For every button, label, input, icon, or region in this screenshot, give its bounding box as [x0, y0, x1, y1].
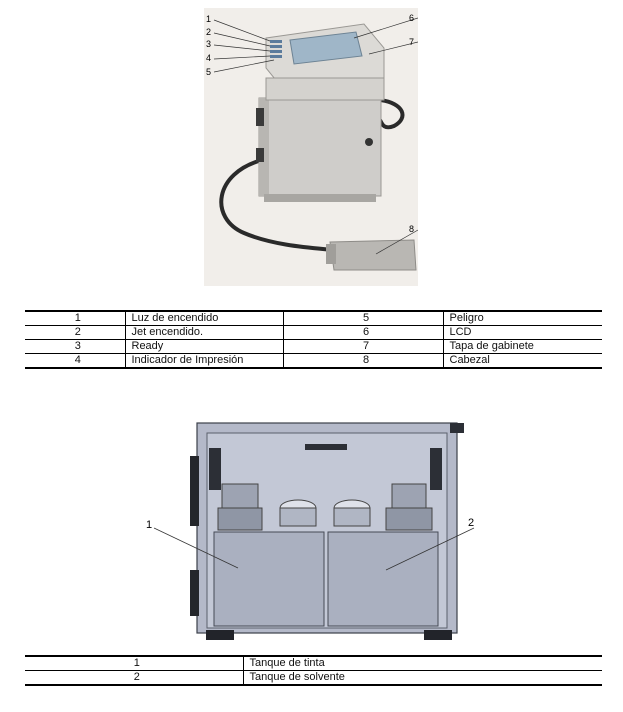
side-hose: [378, 98, 405, 130]
part-label: Cabezal: [442, 353, 602, 369]
part-number: 1: [25, 310, 125, 326]
jet-light: [270, 45, 282, 48]
cabinet-lock: [365, 138, 373, 146]
callout-7: 7: [409, 37, 414, 47]
handle-lower-left: [256, 148, 264, 162]
part-number: 6: [282, 325, 443, 340]
power-light: [270, 40, 282, 43]
part-label: Jet encendido.: [124, 325, 283, 340]
print-head-collar: [326, 244, 336, 264]
left-bracket: [209, 448, 221, 490]
callout-1: 1: [146, 519, 152, 531]
ink-tank: [213, 531, 325, 627]
callout-2: 2: [468, 517, 474, 529]
filter-left-body: [279, 507, 317, 527]
cabinet-illustration: 1 2: [146, 422, 475, 640]
table-row: 2 Jet encendido. 6 LCD: [25, 325, 602, 340]
left-handle-lower: [190, 570, 199, 616]
table-row: 2 Tanque de solvente: [25, 670, 602, 686]
table-row: 1 Luz de encendido 5 Peligro: [25, 310, 602, 326]
top-slot: [305, 444, 347, 450]
solvent-cap-base: [385, 507, 433, 531]
right-bracket: [430, 448, 442, 490]
cabinet-cover-band: [265, 77, 385, 101]
tanks-table: 1 Tanque de tinta 2 Tanque de solvente: [25, 655, 602, 686]
callout-6: 6: [409, 13, 414, 23]
cabinet-body: [258, 97, 382, 197]
cabinet-side: [259, 98, 269, 196]
callout-2: 2: [206, 27, 211, 37]
top-corner-block: [450, 423, 464, 433]
printer-figure: 1 2 3 4 5 6 7 8: [204, 8, 419, 286]
tank-number: 2: [25, 670, 243, 686]
part-number: 7: [282, 339, 443, 354]
foot-left: [206, 630, 234, 640]
solvent-tank: [327, 531, 439, 627]
ready-light: [270, 50, 282, 53]
foot-right: [424, 630, 452, 640]
solvent-cap-top: [391, 483, 427, 511]
table-row: 3 Ready 7 Tapa de gabinete: [25, 339, 602, 354]
print-head: [329, 239, 417, 271]
filter-right-body: [333, 507, 371, 527]
part-label: Ready: [124, 339, 283, 354]
part-label: Peligro: [442, 310, 602, 326]
lcd-screen: [289, 31, 363, 65]
table-row: 1 Tanque de tinta: [25, 655, 602, 671]
callout-1: 1: [206, 14, 211, 24]
callout-leaders: [213, 17, 419, 255]
cabinet-figure: 1 2: [140, 420, 480, 650]
parts-table: 1 Luz de encendido 5 Peligro 2 Jet encen…: [25, 310, 602, 369]
cabinet-base: [264, 194, 376, 202]
callout-8: 8: [409, 224, 414, 234]
left-handle-upper: [190, 456, 199, 526]
ink-cap-top: [221, 483, 259, 511]
tank-label: Tanque de tinta: [242, 655, 602, 671]
part-label: LCD: [442, 325, 602, 340]
part-number: 5: [282, 310, 443, 326]
callout-leaders: [153, 527, 475, 571]
part-label: Luz de encendido: [124, 310, 283, 326]
part-label: Indicador de Impresión: [124, 353, 283, 369]
table-row: 4 Indicador de Impresión 8 Cabezal: [25, 353, 602, 369]
part-number: 3: [25, 339, 125, 354]
part-label: Tapa de gabinete: [442, 339, 602, 354]
ink-cap-base: [217, 507, 263, 531]
printer-illustration: 1 2 3 4 5 6 7 8: [206, 13, 419, 271]
part-number: 4: [25, 353, 125, 369]
callout-5: 5: [206, 67, 211, 77]
tank-number: 1: [25, 655, 243, 671]
print-light: [270, 55, 282, 58]
part-number: 8: [282, 353, 443, 369]
callout-3: 3: [206, 39, 211, 49]
handle-upper-left: [256, 108, 264, 126]
callout-4: 4: [206, 53, 211, 63]
part-number: 2: [25, 325, 125, 340]
umbilical-hose: [219, 158, 335, 252]
tank-label: Tanque de solvente: [242, 670, 602, 686]
